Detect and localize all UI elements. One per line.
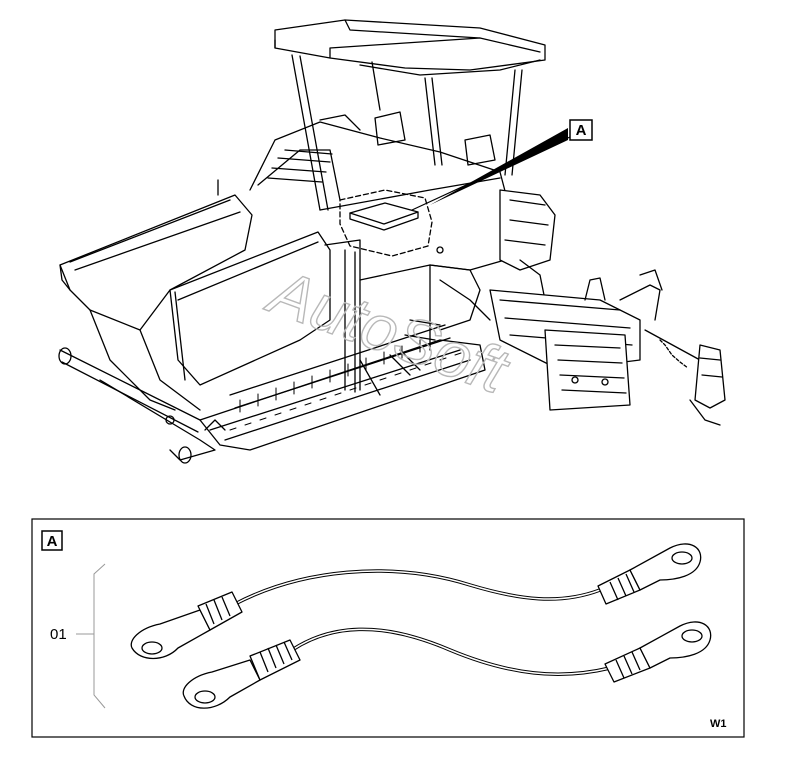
detail-callout-label: A — [47, 533, 58, 550]
figure-code: W1 — [710, 718, 727, 730]
callout-a-label: A — [576, 122, 587, 139]
asphalt-paver-illustration — [58, 19, 726, 464]
detail-callout-box — [41, 530, 63, 551]
detail-panel: A 01 W1 — [31, 518, 745, 738]
callout-a-main: A — [569, 119, 593, 141]
part-number-label: 01 — [50, 626, 67, 643]
ground-cable-lower — [182, 621, 712, 709]
ground-cable-upper — [130, 543, 702, 660]
